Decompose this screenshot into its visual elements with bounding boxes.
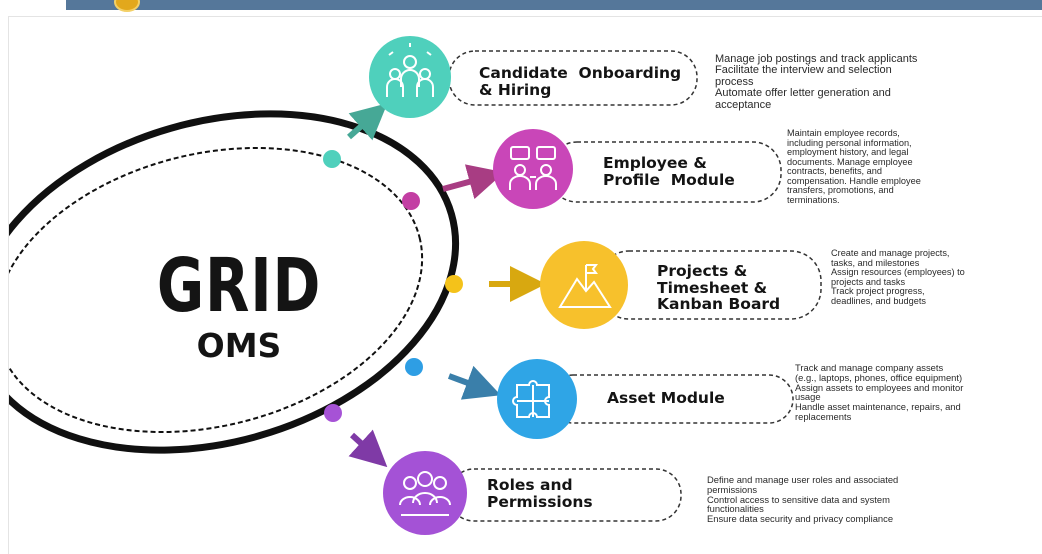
description-line: terminations. bbox=[787, 194, 840, 205]
module-label-employee: Employee & Profile Module bbox=[603, 154, 735, 189]
description-line: Ensure data security and privacy complia… bbox=[707, 513, 894, 524]
ring-dot-blue bbox=[405, 358, 423, 376]
logo-icon bbox=[114, 0, 140, 12]
circle-projects bbox=[540, 241, 628, 329]
circle-employee bbox=[493, 129, 573, 209]
description-line: permissions bbox=[707, 483, 758, 495]
description-line: Define and manage user roles and associa… bbox=[707, 475, 899, 485]
title-band bbox=[66, 0, 1042, 10]
description-line: Control access to sensitive data and sys… bbox=[707, 493, 890, 505]
brand-subtitle: OMS bbox=[196, 326, 282, 365]
description-line: acceptance bbox=[715, 98, 772, 111]
mountain-flag-icon bbox=[558, 264, 612, 308]
ring-dot-teal bbox=[323, 150, 341, 168]
module-label-projects: Projects & Timesheet & Kanban Board bbox=[657, 262, 781, 314]
description-line: usage bbox=[795, 391, 821, 403]
description-line: Create and manage projects, bbox=[831, 249, 950, 258]
description-line: deadlines, and budgets bbox=[831, 295, 927, 306]
description-line: Automate offer letter generation and bbox=[715, 87, 891, 100]
description-line: transfers, promotions, and bbox=[787, 185, 894, 196]
description-employee: Maintain employee records, including per… bbox=[787, 129, 1037, 206]
arrow-employee bbox=[442, 164, 505, 200]
arrow-asset bbox=[447, 365, 501, 400]
description-projects: Create and manage projects, tasks, and m… bbox=[831, 249, 1041, 306]
description-line: replacements bbox=[795, 410, 852, 422]
description-line: Track project progress, bbox=[831, 286, 925, 297]
diagram-canvas: GRID OMS Candidate Onboarding & Hiring E… bbox=[8, 16, 1042, 554]
description-line: functionalities bbox=[707, 503, 764, 515]
pill-onboarding bbox=[448, 50, 698, 106]
description-line: contracts, benefits, and bbox=[787, 166, 882, 177]
inner-dashed-ring bbox=[9, 146, 424, 434]
description-line: process bbox=[715, 75, 754, 88]
description-line: Manage job postings and track applicants bbox=[715, 54, 918, 65]
module-label-roles: Roles and Permissions bbox=[487, 476, 593, 511]
description-line: Maintain employee records, bbox=[787, 129, 900, 138]
description-line: Track and manage company assets bbox=[795, 363, 944, 373]
circle-onboarding bbox=[369, 36, 451, 118]
description-line: including personal information, bbox=[787, 137, 912, 148]
description-line: (e.g., laptops, phones, office equipment… bbox=[795, 371, 963, 383]
arrow-roles bbox=[348, 429, 388, 468]
description-roles: Define and manage user roles and associa… bbox=[707, 475, 1037, 524]
arrow-onboarding bbox=[347, 103, 388, 141]
description-line: Facilitate the interview and selection bbox=[715, 64, 892, 77]
team-icon bbox=[386, 43, 434, 97]
user-group-icon bbox=[399, 471, 451, 516]
description-line: Assign resources (employees) to bbox=[831, 267, 965, 278]
puzzle-icon bbox=[512, 380, 550, 418]
description-asset: Track and manage company assets (e.g., l… bbox=[795, 363, 1041, 422]
ring-dot-purple bbox=[324, 404, 342, 422]
description-line: Handle asset maintenance, repairs, and bbox=[795, 401, 961, 413]
description-onboarding: Manage job postings and track applicants… bbox=[715, 54, 1041, 111]
description-line: projects and tasks bbox=[831, 276, 906, 287]
brand-title: GRID bbox=[156, 243, 322, 329]
window-top-bar bbox=[0, 0, 1042, 12]
ring-dot-magenta bbox=[402, 192, 420, 210]
description-line: employment history, and legal bbox=[787, 147, 909, 158]
description-line: Assign assets to employees and monitor bbox=[795, 381, 964, 393]
module-label-onboarding: Candidate Onboarding & Hiring bbox=[479, 64, 682, 99]
description-line: documents. Manage employee bbox=[787, 156, 913, 167]
diagram-svg bbox=[9, 36, 822, 535]
outer-ring bbox=[9, 110, 460, 454]
description-line: tasks, and milestones bbox=[831, 257, 920, 268]
people-chat-icon bbox=[509, 146, 557, 190]
description-line: compensation. Handle employee bbox=[787, 175, 921, 186]
circle-asset bbox=[497, 359, 577, 439]
pill-employee bbox=[548, 141, 782, 203]
ring-dot-yellow bbox=[445, 275, 463, 293]
module-label-asset: Asset Module bbox=[607, 389, 725, 407]
